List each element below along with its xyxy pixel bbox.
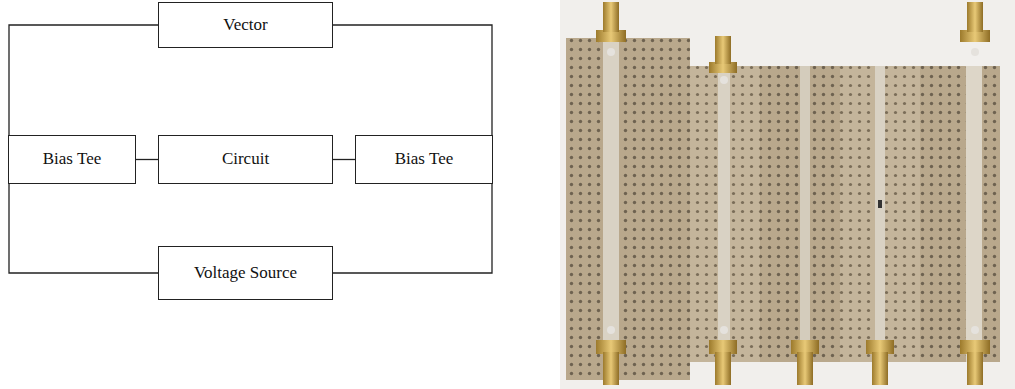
pcb-photo	[560, 0, 1015, 389]
box-label: Circuit	[222, 149, 269, 169]
wire-connector	[333, 159, 355, 160]
box-label: Bias Tee	[395, 149, 453, 169]
wire-connector	[9, 184, 158, 273]
box-label: Voltage Source	[194, 263, 297, 283]
bias-tee-box: Bias Tee	[355, 135, 493, 184]
instrument-box: Vector	[158, 2, 333, 48]
circuit-box: Circuit	[158, 135, 333, 184]
wire-connector	[9, 25, 158, 135]
box-label: Bias Tee	[43, 149, 101, 169]
bias-tee-box: Bias Tee	[8, 135, 136, 184]
wire-connector	[136, 159, 158, 160]
source-box: Voltage Source	[158, 246, 333, 300]
box-label: Vector	[223, 15, 267, 35]
wire-connector	[333, 25, 492, 135]
wire-connector	[333, 184, 492, 273]
